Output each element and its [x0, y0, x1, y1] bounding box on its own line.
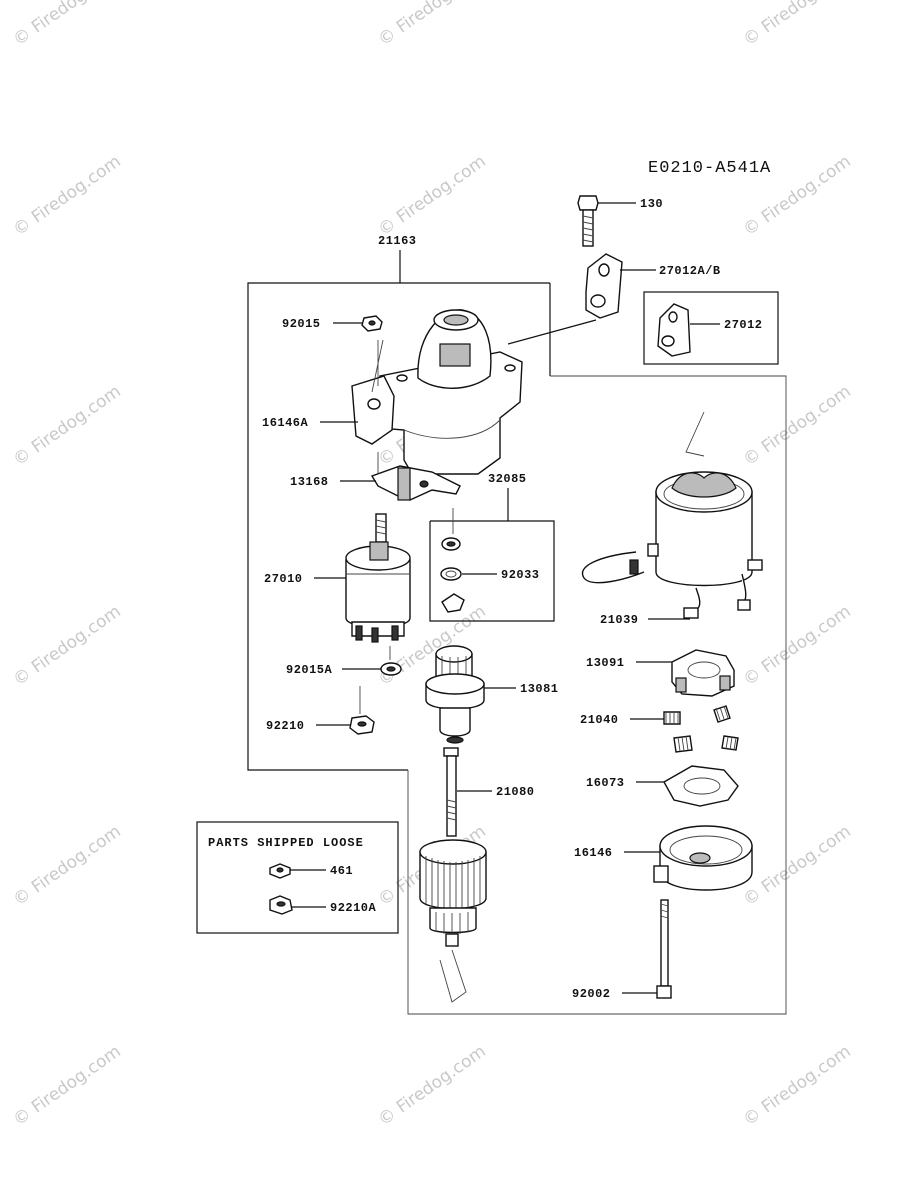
watermark-text: © Firedog.com: [740, 1041, 855, 1130]
label-461: 461: [330, 864, 353, 878]
watermark-text: © Firedog.com: [740, 821, 855, 910]
housing-16146a: [351, 309, 523, 475]
bracket-27012ab: [585, 253, 623, 319]
label-13091: 13091: [586, 656, 625, 670]
watermark-text: © Firedog.com: [740, 381, 855, 470]
label-16073: 16073: [586, 776, 625, 790]
label-16146: 16146: [574, 846, 613, 860]
guide-92015-b: [371, 339, 384, 393]
guide-yoke: [685, 411, 705, 457]
parts-loose-title: PARTS SHIPPED LOOSE: [208, 836, 364, 850]
watermark-text: © Firedog.com: [375, 0, 490, 50]
diagram-code: E0210-A541A: [648, 159, 771, 178]
watermark-text: © Firedog.com: [375, 1041, 490, 1130]
watermark-text: © Firedog.com: [10, 821, 125, 910]
washer-461: [269, 863, 291, 879]
motor-group-outline: [407, 375, 787, 1015]
watermark-text: © Firedog.com: [10, 151, 125, 240]
label-92002: 92002: [572, 987, 611, 1001]
watermark-text: © Firedog.com: [740, 0, 855, 50]
parts-loose-box: [196, 821, 399, 934]
label-27012: 27012: [724, 318, 763, 332]
watermark-text: © Firedog.com: [10, 381, 125, 470]
brush-holder-13091: [671, 649, 735, 697]
label-21039: 21039: [600, 613, 639, 627]
through-bolt-92002: [656, 899, 672, 999]
solenoid-27010: [345, 513, 411, 643]
label-92210a: 92210A: [330, 901, 377, 915]
watermark-text: © Firedog.com: [10, 601, 125, 690]
assembly-outline-21163: [247, 282, 550, 771]
label-130: 130: [640, 197, 663, 211]
label-32085: 32085: [488, 472, 527, 486]
kit-box-32085: [429, 520, 555, 622]
label-92015a: 92015A: [286, 663, 333, 677]
nut-92015: [361, 315, 383, 332]
lever-13168: [370, 465, 461, 501]
bracket-27012: [657, 303, 691, 357]
springs-21040: [663, 705, 739, 753]
label-27010: 27010: [264, 572, 303, 586]
plate-16073: [663, 765, 739, 807]
leader-lines: [290, 202, 720, 994]
label-13081: 13081: [520, 682, 559, 696]
label-21040: 21040: [580, 713, 619, 727]
washer-92015a: [380, 662, 402, 676]
label-13168: 13168: [290, 475, 329, 489]
label-92210: 92210: [266, 719, 305, 733]
nut-92210a: [269, 895, 293, 915]
kit-parts-32085: [440, 537, 465, 613]
inset-box-27012: [643, 291, 779, 365]
label-92033: 92033: [501, 568, 540, 582]
label-27012ab: 27012A/B: [659, 264, 721, 278]
watermark-text: © Firedog.com: [10, 1041, 125, 1130]
guide-armature-bottom: [439, 949, 467, 1003]
nut-92210: [349, 715, 375, 735]
watermark-text: © Firedog.com: [375, 151, 490, 240]
watermark-text: © Firedog.com: [10, 0, 125, 50]
rear-cover-16146: [653, 825, 753, 891]
label-16146a: 16146A: [262, 416, 309, 430]
label-92015: 92015: [282, 317, 321, 331]
yoke-21039: [581, 471, 763, 619]
label-21163: 21163: [378, 234, 417, 248]
label-21080: 21080: [496, 785, 535, 799]
watermark-text: © Firedog.com: [740, 601, 855, 690]
armature-21080: [419, 747, 487, 947]
bolt-130: [577, 195, 599, 247]
pinion-13081: [425, 645, 485, 744]
